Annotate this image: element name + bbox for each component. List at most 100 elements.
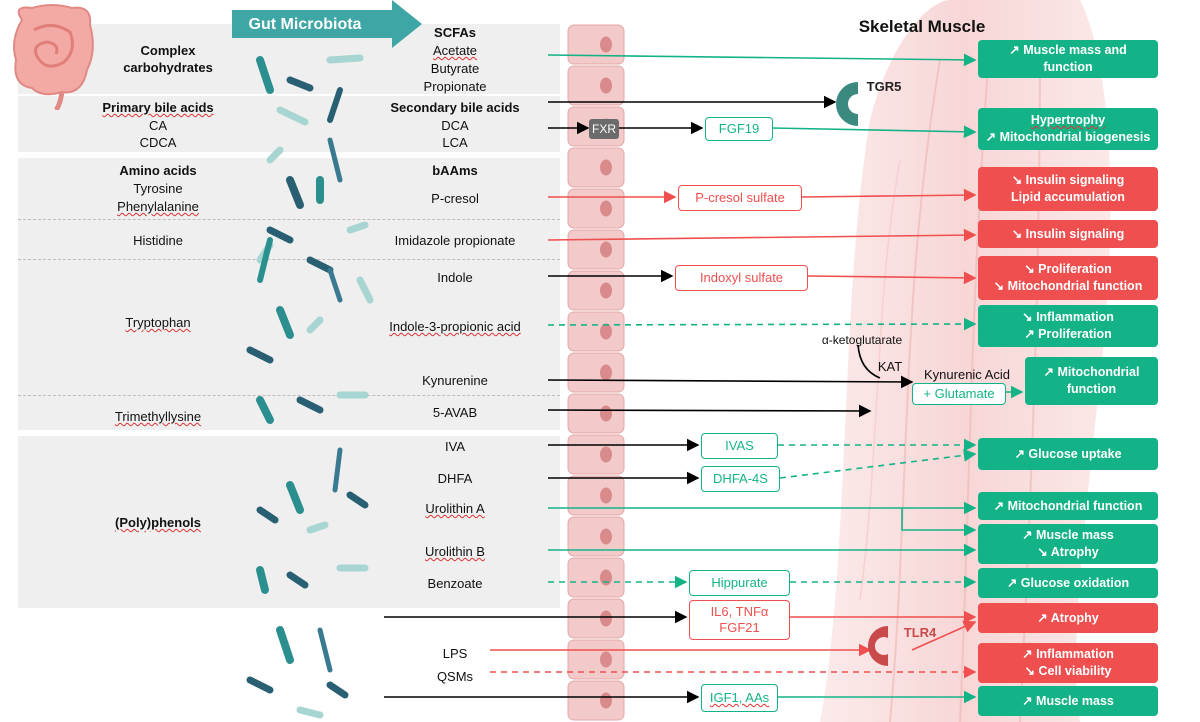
gut-microbiota-title: Gut Microbiota <box>248 16 362 33</box>
label-phenylalanine: Phenylalanine <box>117 199 199 214</box>
outcome-mitochondrial-function: ↗ Mitochondrial function <box>978 492 1158 520</box>
cell-nucleus <box>600 36 612 53</box>
label-acetate: Acetate <box>432 43 478 58</box>
label-kat: KAT <box>877 359 903 374</box>
label-histidine: Histidine <box>133 233 183 248</box>
divider <box>18 395 560 396</box>
divider <box>18 219 560 220</box>
panel-polyphenols <box>18 436 560 608</box>
label-kynurenic-acid: Kynurenic Acid <box>924 367 1010 382</box>
tlr4-receptor-icon <box>867 625 888 667</box>
label-urolithin-a: Urolithin A <box>425 501 485 516</box>
cell-nucleus <box>600 241 612 258</box>
label-urolithin-b: Urolithin B <box>425 544 485 559</box>
epithelial-cell <box>567 393 625 434</box>
cell-nucleus <box>600 651 612 668</box>
ivas-box: IVAS <box>701 433 778 459</box>
label-dca: DCA <box>441 118 469 133</box>
outcome-proliferation-mito: ↘ Proliferation↘ Mitochondrial function <box>978 256 1158 300</box>
epithelial-cell <box>567 147 625 188</box>
outcome-hypertrophy: Hypertrophy↗ Mitochondrial biogenesis <box>978 108 1158 150</box>
dhfa-4s-box: DHFA-4S <box>701 466 780 492</box>
epithelial-cell <box>567 188 625 229</box>
epithelial-cell <box>567 680 625 721</box>
outcome-glucose-uptake: ↗ Glucose uptake <box>978 438 1158 470</box>
cell-nucleus <box>600 282 612 299</box>
label-trimethyllysine: Trimethyllysine <box>114 409 202 424</box>
cell-nucleus <box>600 77 612 94</box>
igf1-box: IGF1, AAs <box>701 684 778 712</box>
fgf19-box: FGF19 <box>705 117 773 141</box>
skeletal-muscle-title: Skeletal Muscle <box>858 17 986 36</box>
cell-nucleus <box>600 487 612 504</box>
outcome-insulin-signaling: ↘ Insulin signaling <box>978 220 1158 248</box>
label-tlr4: TLR4 <box>903 625 937 640</box>
label-primary-bile-acids: Primary bile acids <box>102 100 214 115</box>
cell-nucleus <box>600 323 612 340</box>
cell-nucleus <box>600 528 612 545</box>
outcome-muscle-mass-atrophy: ↗ Muscle mass↘ Atrophy <box>978 524 1158 564</box>
epithelial-cell <box>567 270 625 311</box>
label-5-avab: 5-AVAB <box>432 405 478 420</box>
label-benzoate: Benzoate <box>427 576 483 591</box>
label-tyrosine: Tyrosine <box>133 181 183 196</box>
glutamate-box: + Glutamate <box>912 383 1006 405</box>
label-polyphenols: (Poly)phenols <box>115 515 201 530</box>
label-butyrate: Butyrate <box>430 61 480 76</box>
label-pcresol: P-cresol <box>431 191 479 206</box>
epithelial-cell <box>567 598 625 639</box>
label-ca: CA <box>148 118 168 133</box>
label-amino-acids: Amino acids <box>119 163 197 178</box>
indoxyl-sulfate-box: Indoxyl sulfate <box>675 265 808 291</box>
label-tgr5: TGR5 <box>866 79 902 94</box>
panel-bile <box>18 96 560 152</box>
label-complex-carbohydrates: Complex carbohydrates <box>123 43 213 75</box>
epithelial-cell <box>567 352 625 393</box>
cell-nucleus <box>600 364 612 381</box>
label-lps: LPS <box>442 646 468 661</box>
bacteria-illustration <box>246 54 374 719</box>
pcresol-sulfate-box: P-cresol sulfate <box>678 185 802 211</box>
label-cdca: CDCA <box>139 135 177 150</box>
intestine-icon <box>13 4 94 110</box>
outcome-inflammation-viability: ↗ Inflammation↘ Cell viability <box>978 643 1158 683</box>
epithelial-cell <box>567 557 625 598</box>
label-alpha-ketoglutarate: α-ketoglutarate <box>821 333 903 347</box>
cell-nucleus <box>600 446 612 463</box>
epithelial-cell <box>567 311 625 352</box>
label-lca: LCA <box>442 135 468 150</box>
tgr5-receptor-icon <box>836 82 858 126</box>
epithelial-cell <box>567 24 625 65</box>
label-indole: Indole <box>437 270 473 285</box>
label-scfas: SCFAs <box>434 25 476 40</box>
divider <box>18 259 560 260</box>
cell-nucleus <box>600 159 612 176</box>
label-baams: bAAms <box>432 163 478 178</box>
outcome-inflammation-proliferation: ↘ Inflammation↗ Proliferation <box>978 305 1158 347</box>
label-imidazole-propionate: Imidazole propionate <box>394 233 516 248</box>
outcome-glucose-oxidation: ↗ Glucose oxidation <box>978 568 1158 598</box>
gut-microbiota-arrow <box>232 0 422 48</box>
epithelial-cell <box>567 516 625 557</box>
label-indole-3-propionic-acid: Indole-3-propionic acid <box>389 319 521 334</box>
label-secondary-bile-acids: Secondary bile acids <box>390 100 520 115</box>
panel-amino <box>18 158 560 430</box>
outcome-muscle-mass: ↗ Muscle mass <box>978 686 1158 716</box>
epithelial-cell <box>567 475 625 516</box>
label-propionate: Propionate <box>423 79 487 94</box>
label-tryptophan: Tryptophan <box>125 315 191 330</box>
fxr-box: FXR <box>589 119 619 139</box>
label-kynurenine: Kynurenine <box>422 373 488 388</box>
outcome-atrophy: ↗ Atrophy <box>978 603 1158 633</box>
label-dhfa: DHFA <box>437 471 473 486</box>
cell-nucleus <box>600 610 612 627</box>
hippurate-box: Hippurate <box>689 570 790 596</box>
label-iva: IVA <box>445 439 465 454</box>
epithelial-cell <box>567 65 625 106</box>
label-qsms: QSMs <box>436 669 474 684</box>
